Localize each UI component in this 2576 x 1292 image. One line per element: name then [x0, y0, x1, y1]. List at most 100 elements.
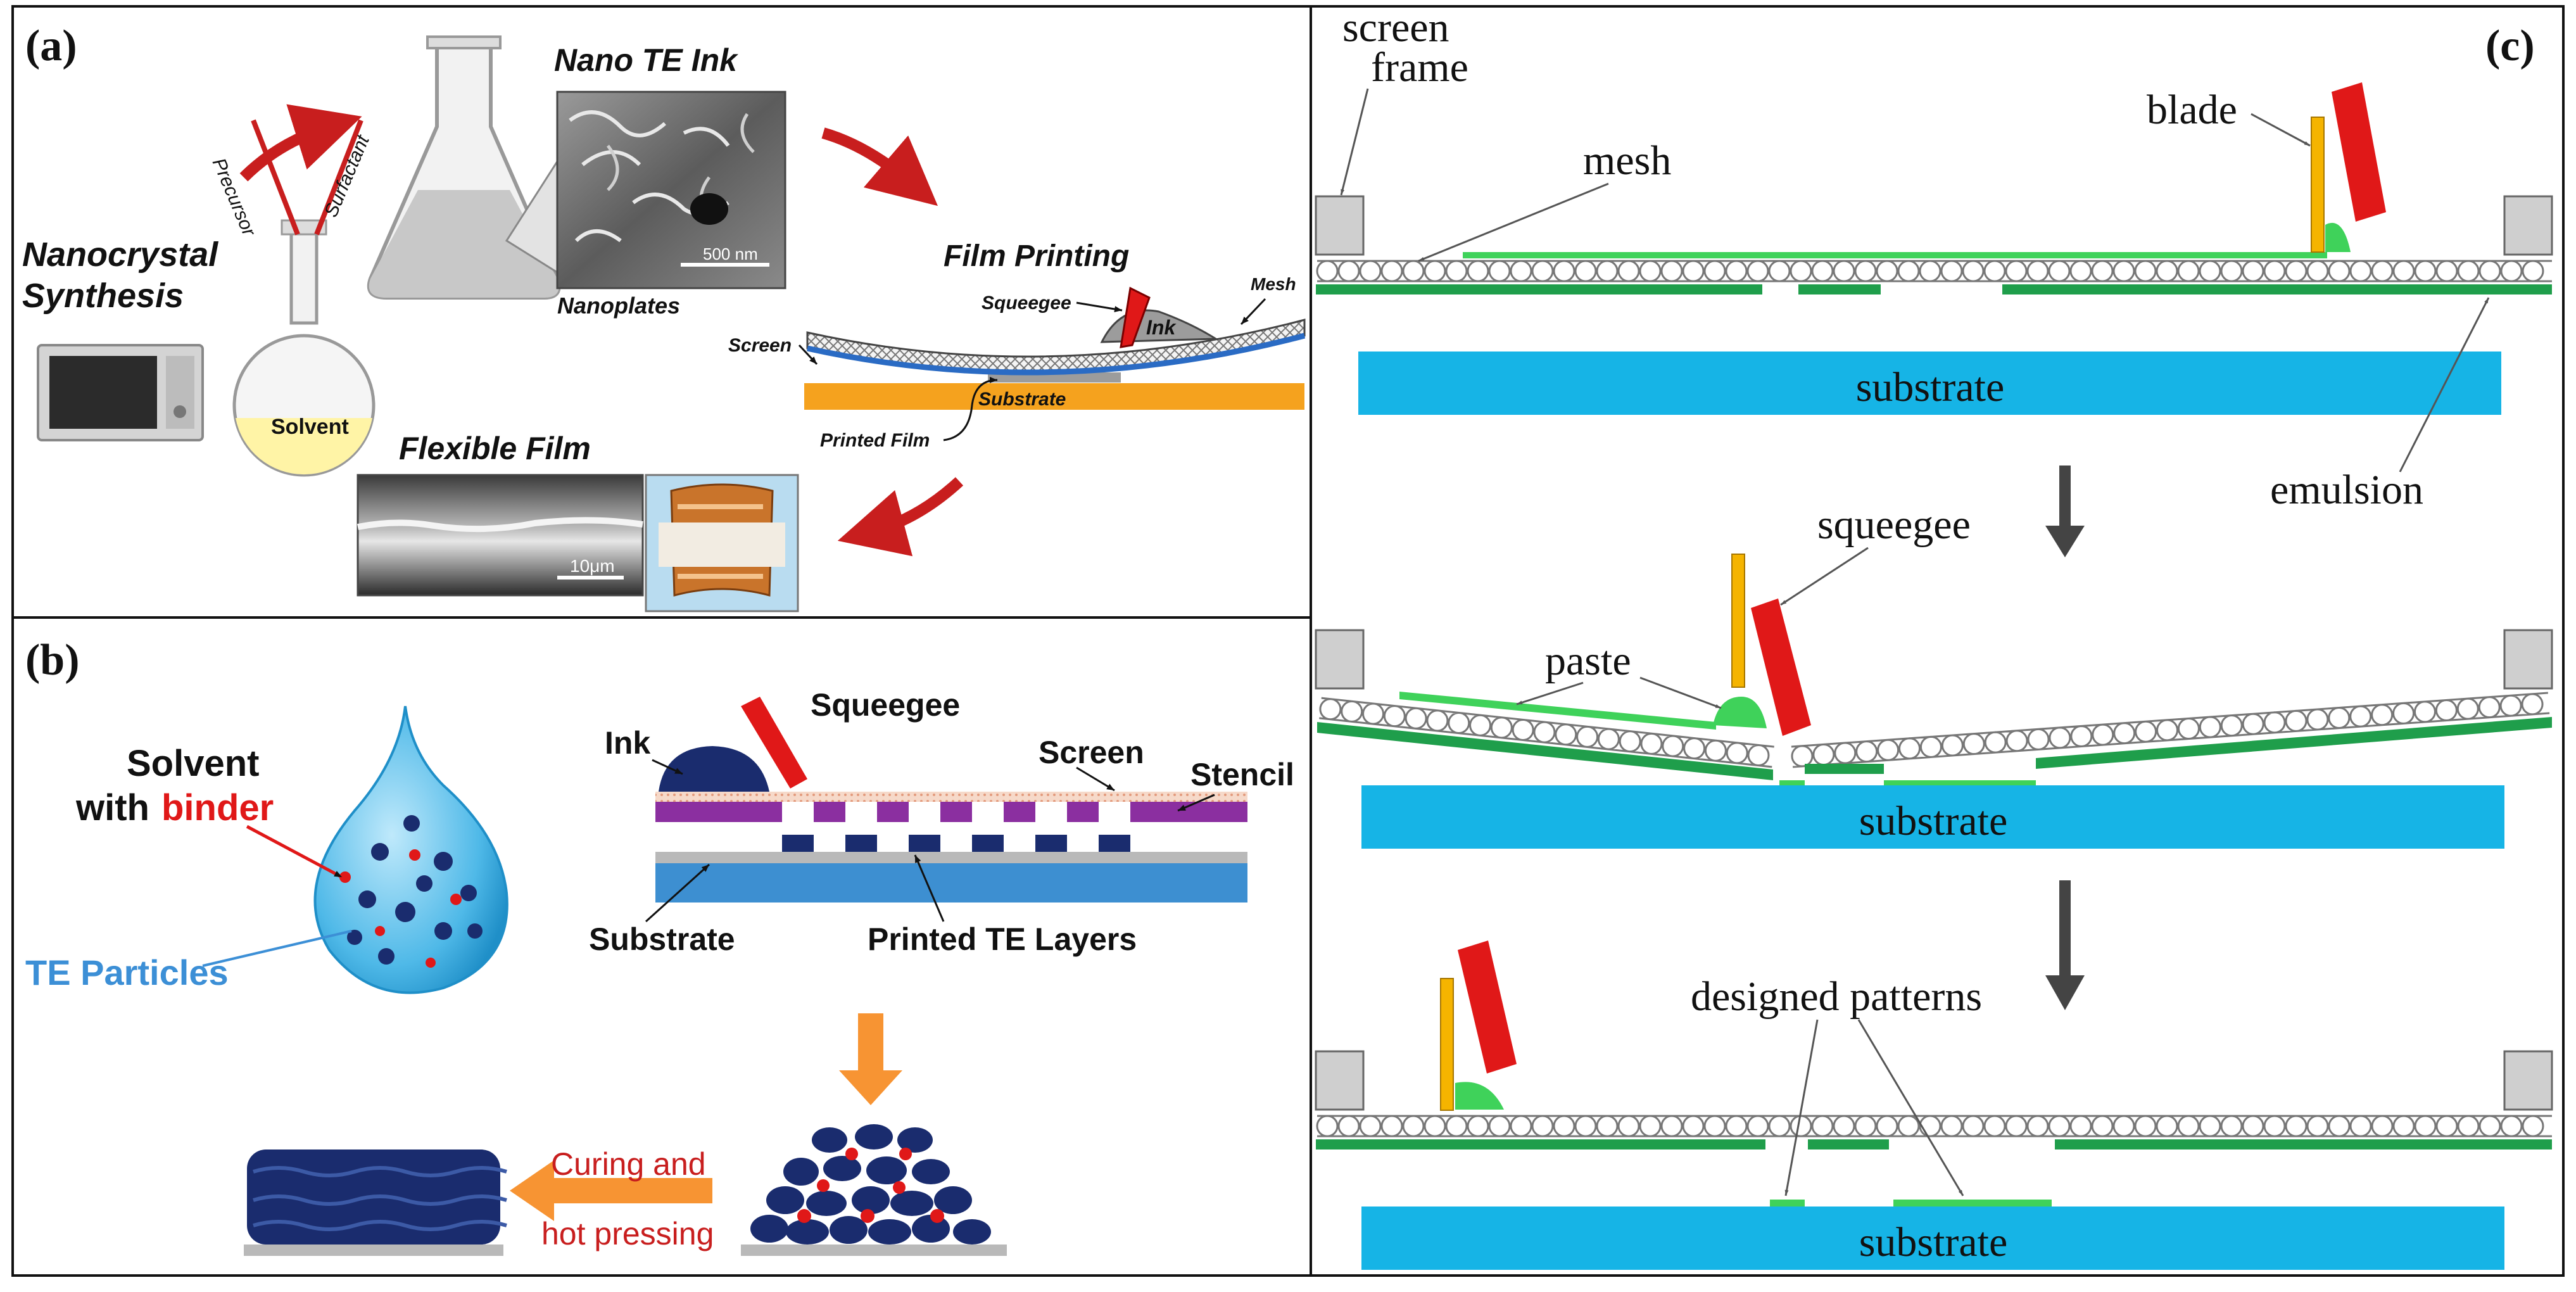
- frame-left-2: [1315, 629, 1365, 690]
- mesh-line-3: [1316, 1115, 2552, 1137]
- screen-label-b: Screen: [1039, 735, 1144, 770]
- blade-red-1: [2332, 82, 2386, 222]
- sem-scale-500nm: 500 nm: [703, 244, 758, 263]
- solvent-with-binder-binder: binder: [161, 787, 274, 828]
- emulsion-2-right: [2036, 717, 2552, 769]
- mesh-line-1: [1316, 260, 2552, 282]
- substrate-label-1: substrate: [1856, 364, 2005, 410]
- particle-layer-cured: [244, 1150, 507, 1256]
- binder-pointer: [246, 825, 343, 879]
- squeegee-blade-icon: [1120, 286, 1151, 348]
- printing-substrate: [804, 383, 1304, 410]
- designed-pattern-b: [1893, 1200, 2052, 1206]
- stage-3: substrate designed patterns: [1315, 940, 2553, 1270]
- ink-label: Ink: [1146, 316, 1177, 339]
- blade-red-3: [1458, 940, 1517, 1074]
- emulsion-label: emulsion: [2270, 467, 2423, 513]
- flexible-film-photo: [645, 474, 799, 612]
- emulsion-2-left: [1317, 722, 1773, 780]
- panel-b-label: (b): [25, 636, 80, 685]
- screen-label-a: Screen: [728, 335, 792, 356]
- sem-image-nanoplates: 500 nm: [556, 91, 786, 289]
- syringe-surfactant: [314, 119, 363, 236]
- arrow-printing-to-film: [837, 477, 964, 557]
- orange-down-arrow: [839, 1013, 902, 1105]
- frame-left-1: [1315, 195, 1365, 256]
- mesh-right-2: [1791, 692, 2550, 768]
- blade-icon-1: [2311, 117, 2325, 253]
- paste-bead-3: [1455, 1082, 1504, 1110]
- designed-pointer-1: [1784, 1019, 1819, 1196]
- curing-line1: Curing and: [551, 1146, 706, 1182]
- solvent-label: Solvent: [271, 415, 349, 439]
- panel-c-label: (c): [2485, 22, 2535, 70]
- panel-b: (b) Solvent with binder TE Particles: [25, 636, 1294, 1256]
- down-arrow-2: [2045, 880, 2085, 1010]
- screen-pointer-a: [798, 344, 818, 365]
- substrate-1: [1358, 352, 2501, 415]
- paste-pointer-2: [1639, 676, 1722, 709]
- down-arrow-1: [2045, 466, 2085, 557]
- screen-dots-layer: [655, 792, 1247, 802]
- figure-border: [11, 5, 2565, 1277]
- designed-pointer-2: [1857, 1019, 1964, 1196]
- emulsion-2-mid: [1805, 764, 1884, 774]
- sem-image-film-cross-section: 10μm: [357, 474, 644, 597]
- paste-label: paste: [1545, 638, 1631, 684]
- screen-frame-pointer: [1340, 88, 1369, 196]
- solvent-with-binder-solvent: Solvent: [127, 743, 260, 784]
- frame-right-2: [2503, 629, 2553, 690]
- flask-icon: [367, 35, 561, 300]
- substrate-pointer-b: [645, 863, 710, 923]
- te-particles-label: TE Particles: [25, 953, 229, 992]
- screen-pointer-b: [1076, 766, 1115, 792]
- mesh-left-2: [1319, 697, 1774, 768]
- synthesis-line1: Nanocrystal: [22, 236, 218, 274]
- ink-dome-b: [659, 746, 769, 792]
- arrow-ink-to-printing: [821, 127, 938, 206]
- mesh-label-a: Mesh: [1251, 274, 1296, 294]
- syringe-precursor: [251, 119, 300, 236]
- substrate-top-gray: [655, 852, 1247, 863]
- ink-pointer-b: [652, 759, 683, 775]
- stage-2: substrate squeegee paste: [1315, 502, 2553, 849]
- squeegee-red-2: [1751, 598, 1811, 736]
- panel-a: (a) Nano TE Ink 500 nm Nanoplates: [22, 22, 1306, 612]
- mesh-pointer-c: [1418, 182, 1609, 262]
- stencil-pointer: [1177, 794, 1215, 812]
- stencil-label: Stencil: [1190, 757, 1294, 792]
- squeegee-label-b: Squeegee: [811, 687, 960, 723]
- droplet-particles: [339, 815, 483, 968]
- stage-1: substrate screen frame mesh blade emulsi…: [1315, 4, 2553, 513]
- arrow-synthesis-to-ink: [239, 104, 362, 182]
- substrate-2: [1361, 785, 2504, 849]
- paste-layer-2: [1399, 692, 1716, 730]
- nanoplates-label: Nanoplates: [557, 293, 680, 319]
- blade-label: blade: [2147, 87, 2237, 133]
- emulsion-3b: [1808, 1139, 1889, 1150]
- orange-left-arrow: [510, 1160, 712, 1221]
- synthesis-line2: Synthesis: [22, 277, 184, 315]
- solvent-with-binder-with: with: [75, 787, 149, 828]
- printed-te-layer-blocks: [782, 835, 1130, 852]
- blade-icon-2: [1731, 554, 1745, 688]
- curing-line2: hot pressing: [541, 1216, 714, 1251]
- blade-pointer: [2251, 113, 2311, 147]
- screen-frame-line: [807, 332, 1306, 376]
- paste-bead-2: [1713, 697, 1767, 728]
- squeegee-pointer-a: [1076, 301, 1123, 312]
- emulsion-1c: [2002, 284, 2552, 294]
- microwave-icon: [37, 344, 204, 441]
- nano-ink-title: Nano TE Ink: [554, 42, 738, 78]
- printed-film-label: Printed Film: [820, 430, 930, 451]
- emulsion-3c: [2055, 1139, 2552, 1150]
- panel-a-label: (a): [25, 22, 77, 70]
- substrate-3: [1361, 1206, 2504, 1270]
- emulsion-1a: [1316, 284, 1762, 294]
- emulsion-1b: [1798, 284, 1881, 294]
- round-flask-icon: [232, 219, 376, 477]
- particle-pile-uncured: [741, 1124, 1007, 1256]
- frame-right-3: [2503, 1050, 2553, 1111]
- mesh-pointer-a: [1240, 298, 1266, 326]
